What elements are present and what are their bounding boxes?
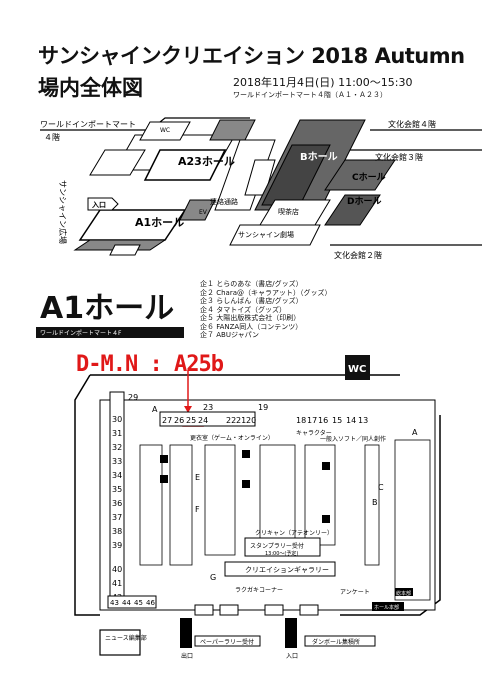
stamp-time: 13:00〜(予定) [265, 550, 298, 557]
overview-corridor: 連絡通路 [210, 197, 238, 206]
hall-hq-label: ホール本部 [374, 604, 399, 611]
booth-39: 39 [112, 541, 122, 550]
booth-24: 24 [198, 416, 208, 425]
hall-floor-plan: WC 29 30 31 32 33 34 35 36 37 38 39 40 4… [74, 355, 441, 660]
overview-ev: EV [199, 209, 208, 216]
map-subtitle: 場内全体図 [38, 76, 143, 100]
hall-title: A1ホール [40, 291, 175, 326]
overview-wim-label: ワールドインポートマート [40, 120, 136, 129]
booth-37: 37 [112, 513, 122, 522]
anketo-label: アンケート [340, 589, 370, 596]
character-label: キャラクター [296, 429, 332, 437]
block-e: E [195, 473, 200, 482]
block-b: B [372, 498, 378, 507]
booth-46: 46 [146, 599, 155, 607]
booth-25: 25 [186, 416, 196, 425]
booth-15: 15 [332, 416, 342, 425]
block-a-top: A [152, 405, 158, 414]
booth-16: 16 [318, 416, 328, 425]
hq-label: 総本部 [396, 590, 411, 597]
booth-41: 41 [112, 579, 122, 588]
booth-27: 27 [162, 416, 172, 425]
booth-40: 40 [112, 565, 122, 574]
overview-bunka3: 文化会館３階 [375, 152, 423, 162]
block-c: C [378, 483, 384, 492]
booth-36: 36 [112, 499, 122, 508]
legend-item: 企２ Chara@（キャラアット）（グッズ） [200, 288, 332, 297]
event-venue: ワールドインポートマート４階（Ａ１・Ａ２３） [233, 91, 387, 99]
legend-item: 企３ らしんばん（書店/グッズ） [200, 297, 303, 305]
hall-floor: ワールドインポートマート４F [36, 327, 184, 338]
overview-b: Bホール [300, 151, 338, 163]
legend-item: 企１ とらのあな（書店/グッズ） [200, 280, 303, 288]
overview-bunka4: 文化会館４階 [388, 119, 436, 129]
legend-item: 企７ ABUジャパン [200, 331, 259, 339]
overview-plaza: サンシャイン広場 [58, 180, 68, 244]
event-title: サンシャインクリエイション 2018 Autumn [38, 44, 465, 68]
block-a-right: A [412, 428, 418, 437]
overview-wim-floor: ４階 [44, 132, 60, 142]
booth-34: 34 [112, 471, 122, 480]
booth-30: 30 [112, 415, 122, 424]
overview-wc: WC [160, 127, 170, 134]
gallery-label: クリエイションギャラリー [245, 566, 329, 574]
booth-31: 31 [112, 429, 122, 438]
block-f: F [195, 505, 200, 514]
booth-44: 44 [122, 599, 131, 607]
overview-entrance-label: 入口 [91, 201, 106, 209]
booth-45: 45 [134, 599, 143, 607]
booth-35: 35 [112, 485, 122, 494]
booth-22: 22 [226, 416, 236, 425]
news-label: ニュース編集部 [105, 634, 147, 642]
booth-19: 19 [258, 403, 268, 412]
exit-label: 出口 [181, 652, 193, 660]
overview-a1: A1ホール [135, 216, 184, 229]
booth-33: 33 [112, 457, 122, 466]
stamp-label: スタンプラリー受付 [250, 542, 304, 550]
booth-38: 38 [112, 527, 122, 536]
booth-17: 17 [307, 416, 317, 425]
sponsor-legend: 企１ とらのあな（書店/グッズ） 企２ Chara@（キャラアット）（グッズ） … [200, 280, 332, 340]
overview-map: 入口 ワールドインポートマート ４階 文化会館４階 文化会館３階 文化会館２階 … [40, 117, 482, 260]
paper-label: ペーパーラリー受付 [200, 638, 254, 646]
legend-item: 企５ 大陽出版株式会社（印刷） [200, 314, 301, 322]
booth-18: 18 [296, 416, 306, 425]
overview-bunka2: 文化会館２階 [334, 250, 382, 260]
overview-theater: サンシャイン劇場 [238, 230, 294, 239]
overview-cafe: 喫茶店 [278, 207, 299, 216]
ippan-label: 一般入ソフト／同人創作 [320, 435, 386, 443]
entrance-label: 入口 [286, 653, 298, 660]
booth-43: 43 [110, 599, 119, 607]
block-g: G [210, 573, 216, 582]
booth-23: 23 [203, 403, 213, 412]
dump-label: ダンボール集積所 [312, 638, 360, 646]
booth-32: 32 [112, 443, 122, 452]
booth-29: 29 [128, 393, 138, 402]
greenarea-label: クリキャン（アテオンリー） [255, 530, 333, 537]
cosplay-label: 更衣室（ゲーム・オンライン） [190, 434, 274, 442]
wc-icon: WC [348, 364, 366, 375]
booth-14: 14 [346, 416, 356, 425]
circle-highlight-label: D-M.N : A25b [76, 352, 224, 377]
overview-d: Dホール [347, 196, 381, 207]
overview-c: Cホール [352, 172, 386, 183]
booth-20: 20 [246, 416, 256, 425]
legend-item: 企４ タマトイズ（グッズ） [200, 305, 287, 314]
ragugaki-label: ラクガキコーナー [235, 586, 283, 594]
overview-a23: A23ホール [178, 155, 235, 168]
legend-item: 企６ FANZA同人（コンテンツ） [200, 322, 303, 331]
booth-26: 26 [174, 416, 184, 425]
booth-13: 13 [358, 416, 368, 425]
event-date: 2018年11月4日(日) 11:00〜15:30 [233, 76, 413, 89]
booth-21: 21 [236, 416, 246, 425]
